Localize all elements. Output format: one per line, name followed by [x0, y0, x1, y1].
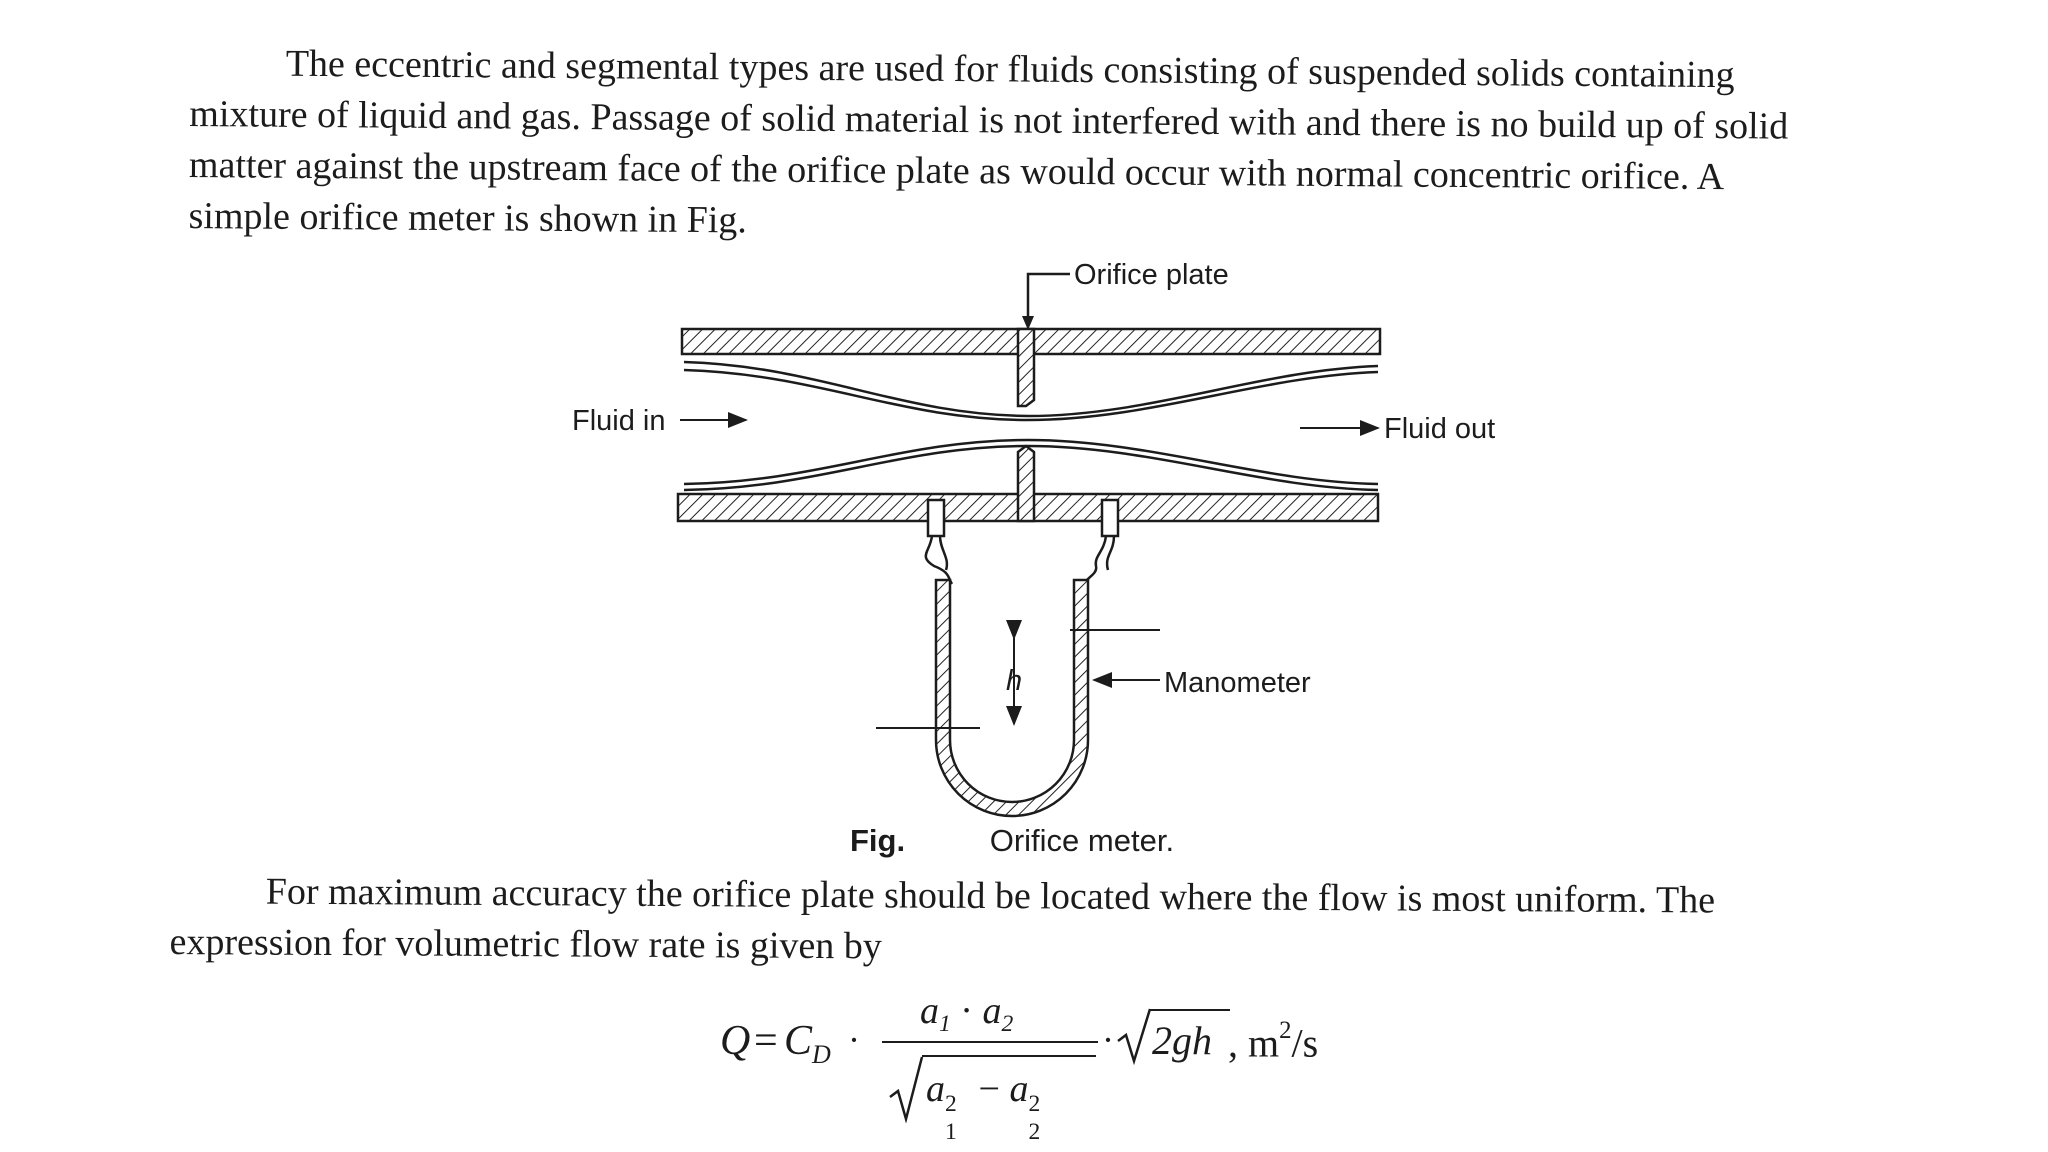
- square-root-icon: [889, 1056, 924, 1123]
- radical-bar: [922, 1055, 1096, 1057]
- fluid-out-label: Fluid out: [1384, 413, 1495, 445]
- figure-caption-number: Fig.: [850, 823, 906, 858]
- formula-dot: ·: [1102, 1020, 1114, 1060]
- flow-streamlines: [683, 360, 1379, 492]
- radical-bar: [1150, 1009, 1230, 1011]
- orifice-plate-leader: [1026, 272, 1070, 322]
- text-line: expression for volumetric flow rate is g…: [169, 920, 882, 968]
- h-label: h: [1006, 665, 1022, 697]
- paragraph-accuracy: For maximum accuracy the orifice plate s…: [169, 866, 1910, 979]
- fluid-in-label: Fluid in: [572, 405, 666, 437]
- paragraph-intro: The eccentric and segmental types are us…: [188, 38, 1910, 256]
- manometer-label: Manometer: [1164, 667, 1311, 699]
- h-dimension: [876, 620, 1160, 729]
- formula-equals: =: [754, 1018, 778, 1064]
- formula-lhs: Q: [720, 1018, 751, 1064]
- pressure-taps: [926, 498, 1120, 538]
- orifice-plate-upper: [1016, 327, 1036, 408]
- formula-numerator: a1 · a2: [920, 990, 1014, 1038]
- formula-root-content: 2gh: [1152, 1018, 1212, 1063]
- orifice-plate-label: Orifice plate: [1074, 259, 1229, 291]
- square-root-icon: [1117, 1008, 1152, 1065]
- orifice-meter-diagram: h Orifice plate Fluid in Fluid out Manom…: [572, 259, 1495, 818]
- figure-caption: Fig. Orifice meter.: [850, 823, 1174, 859]
- connecting-tubes: [924, 535, 1116, 585]
- formula-dot: ·: [848, 1020, 860, 1060]
- discharge-coefficient: CD: [784, 1018, 831, 1070]
- formula-units: , m2/s: [1228, 1017, 1319, 1066]
- fraction-bar: [882, 1041, 1098, 1043]
- manometer-u-tube: [934, 578, 1090, 818]
- orifice-plate-lower: [1016, 444, 1036, 523]
- figure-caption-title: Orifice meter.: [989, 823, 1175, 858]
